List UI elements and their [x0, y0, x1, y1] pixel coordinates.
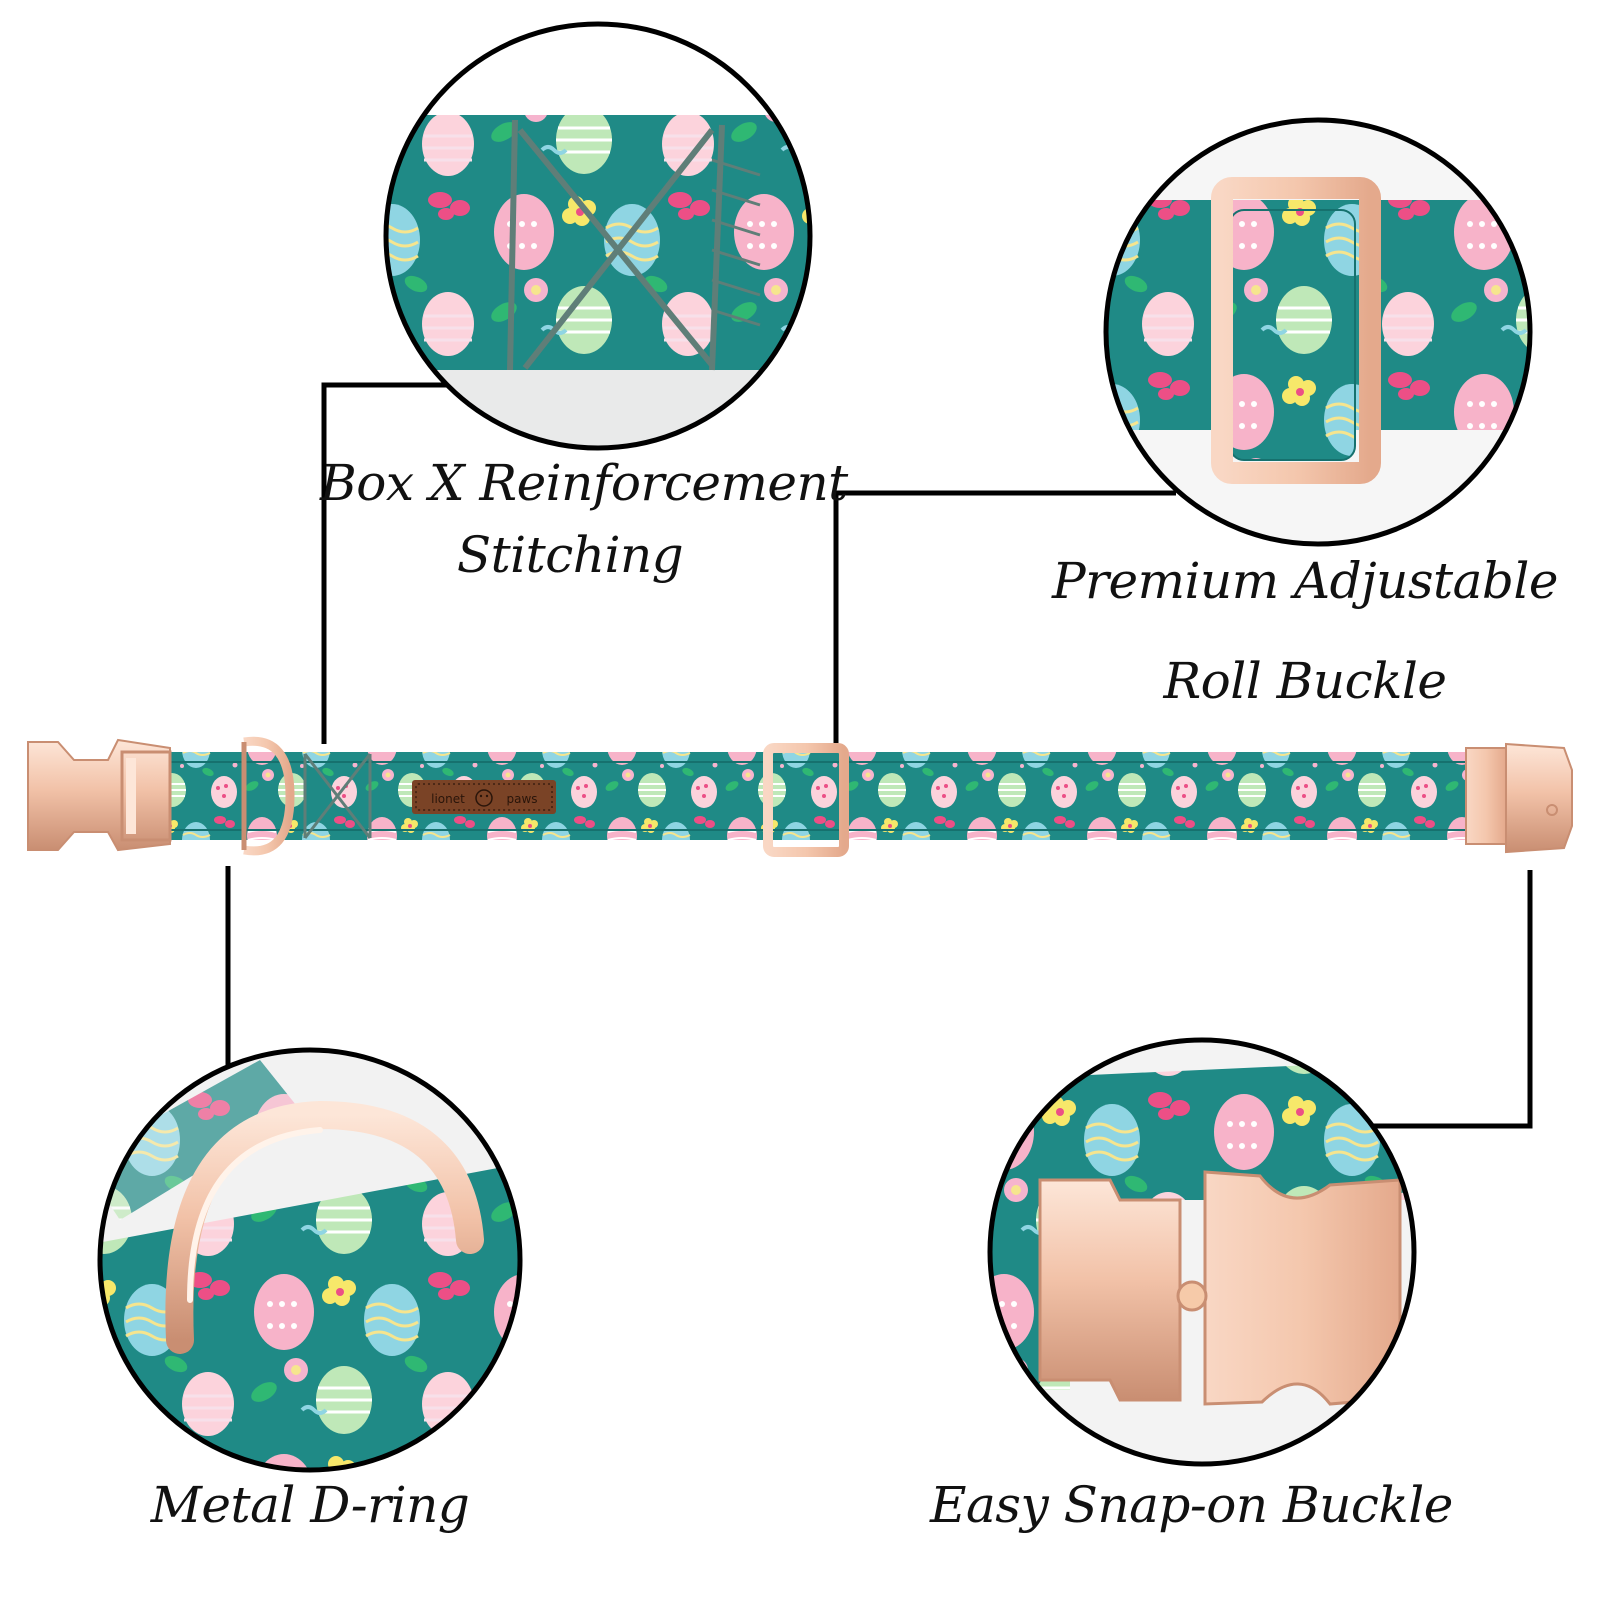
brand-tag: lionet paws [412, 780, 556, 814]
male-snap-buckle [27, 738, 172, 852]
callout-label-roll-buckle: Premium Adjustable Roll Buckle [1050, 556, 1560, 706]
detail-circle-snap-buckle [987, 1037, 1417, 1467]
connector-roll-buckle [833, 490, 1176, 746]
detail-circle-box-x-stitching [383, 21, 813, 451]
label-line: Easy Snap-on Buckle [930, 1476, 1453, 1534]
detail-circle-roll-buckle [1103, 117, 1533, 547]
connector-box-x [321, 382, 450, 744]
connector-snap-buckle [1370, 870, 1533, 1129]
label-line: Metal D-ring [150, 1476, 470, 1534]
label-line: Box X Reinforcement [320, 454, 848, 512]
d-ring [241, 736, 295, 856]
callout-label-snap-buckle: Easy Snap-on Buckle [930, 1476, 1453, 1534]
dog-face-icon [475, 789, 493, 807]
callout-label-d-ring: Metal D-ring [140, 1480, 480, 1530]
detail-circle-d-ring [97, 1047, 523, 1473]
roll-buckle [763, 743, 849, 857]
brand-tag-left-text: lionet [431, 792, 465, 806]
label-line: Roll Buckle [1163, 652, 1447, 710]
dog-collar: lionet paws [27, 736, 1573, 857]
brand-tag-right-text: paws [506, 792, 537, 806]
connector-lines [225, 382, 1533, 1129]
collar-webbing [128, 752, 1498, 840]
female-snap-buckle [1465, 742, 1573, 854]
box-x-stitch [303, 753, 372, 839]
callout-label-box-x-stitching: Box X Reinforcement Stitching [320, 454, 848, 584]
label-line: Stitching [456, 526, 684, 584]
label-line: Premium Adjustable [1051, 552, 1559, 610]
